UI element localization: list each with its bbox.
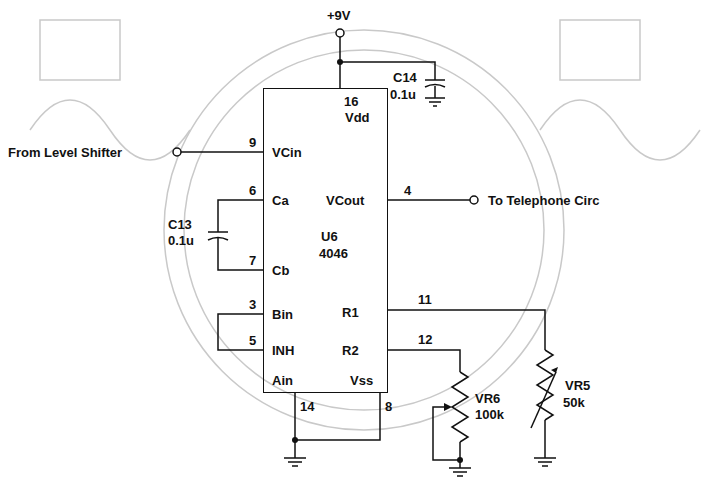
pin-name: INH — [272, 343, 294, 358]
pin-name: R2 — [342, 343, 359, 358]
part-value: 50k — [563, 395, 585, 410]
pin-name: Ain — [272, 373, 293, 388]
pin-name: Cb — [272, 263, 289, 278]
part-name: VR6 — [475, 391, 500, 406]
pin-name: VCout — [326, 193, 364, 208]
pin-name: Vdd — [345, 110, 370, 125]
pin-number: 5 — [249, 333, 256, 348]
junctions-arrows — [292, 59, 558, 463]
pin-name: Ca — [272, 193, 289, 208]
pin-number: 7 — [249, 253, 256, 268]
pin-name: VCin — [272, 145, 302, 160]
signal-label: From Level Shifter — [8, 145, 122, 160]
part-name: C14 — [393, 70, 417, 85]
part-name: C13 — [168, 217, 192, 232]
supply-label: +9V — [327, 8, 351, 23]
pin-number: 11 — [418, 292, 432, 307]
pin-number: 14 — [300, 399, 314, 414]
pin-name: R1 — [342, 305, 359, 320]
part-value: 4046 — [319, 246, 348, 261]
pin-name: Vss — [350, 373, 373, 388]
part-designator: U6 — [321, 229, 338, 244]
watermark — [30, 20, 700, 430]
pin-name: Bin — [272, 307, 293, 322]
pin-number: 6 — [249, 183, 256, 198]
pin-number: 8 — [385, 399, 392, 414]
part-name: VR5 — [565, 378, 590, 393]
pin-number: 3 — [249, 297, 256, 312]
pin-number: 4 — [404, 183, 411, 198]
pin-number: 9 — [249, 135, 256, 150]
pin-number: 16 — [344, 94, 358, 109]
part-value: 0.1u — [168, 233, 194, 248]
part-value: 100k — [475, 407, 504, 422]
signal-label: To Telephone Circ — [488, 193, 599, 208]
part-value: 0.1u — [390, 87, 416, 102]
pin-number: 12 — [418, 332, 432, 347]
wires — [173, 29, 556, 476]
